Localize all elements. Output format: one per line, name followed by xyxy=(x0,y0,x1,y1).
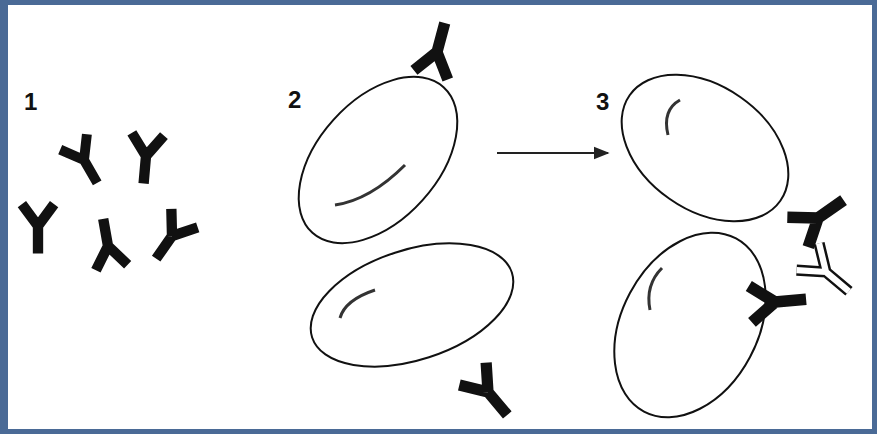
callout-number: 2 xyxy=(288,88,301,112)
red-cells-sensitized xyxy=(268,18,529,426)
free-antibodies xyxy=(22,133,198,270)
reaction-arrow xyxy=(497,152,608,154)
callout-number: 3 xyxy=(596,90,609,114)
callout-number: 1 xyxy=(24,90,37,114)
red-cells-agglutinated xyxy=(584,44,860,434)
